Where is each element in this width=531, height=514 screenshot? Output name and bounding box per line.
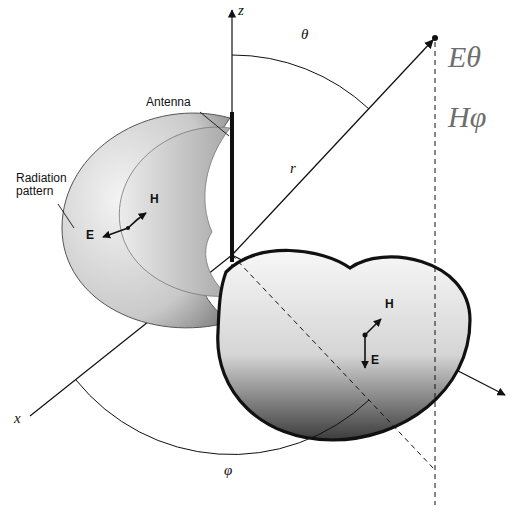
antenna-element: [230, 112, 234, 262]
field-component: Eθ: [448, 40, 481, 73]
right-lobe: [218, 250, 470, 440]
e-vector: [364, 335, 366, 368]
vector-label: r: [290, 160, 296, 177]
part-label: Antenna: [146, 96, 191, 109]
field-label: E: [86, 229, 94, 242]
field-component: Hφ: [448, 100, 486, 133]
axis-label: z: [238, 2, 244, 19]
h-vector: [128, 213, 146, 228]
field-label: H: [385, 298, 394, 311]
angle-label: θ: [301, 26, 308, 43]
left-lobe: [62, 113, 230, 328]
angle-label: φ: [224, 462, 232, 479]
lobe-cross-section: [119, 127, 230, 296]
leader-line: [200, 112, 229, 136]
theta-arc: [232, 55, 369, 109]
projection-drop: [435, 42, 436, 505]
phi-arc: [76, 380, 369, 455]
leader-line: [58, 204, 74, 228]
projection-line: [232, 255, 435, 470]
e-vector: [103, 228, 128, 237]
field-label: E: [371, 354, 379, 367]
field-dot: [126, 226, 130, 230]
axis-label: x: [14, 410, 21, 427]
field-label: H: [150, 193, 159, 206]
field-point: [432, 35, 438, 41]
r-vector: [232, 40, 433, 255]
h-vector: [365, 319, 381, 335]
part-label: Radiation pattern: [16, 172, 94, 198]
